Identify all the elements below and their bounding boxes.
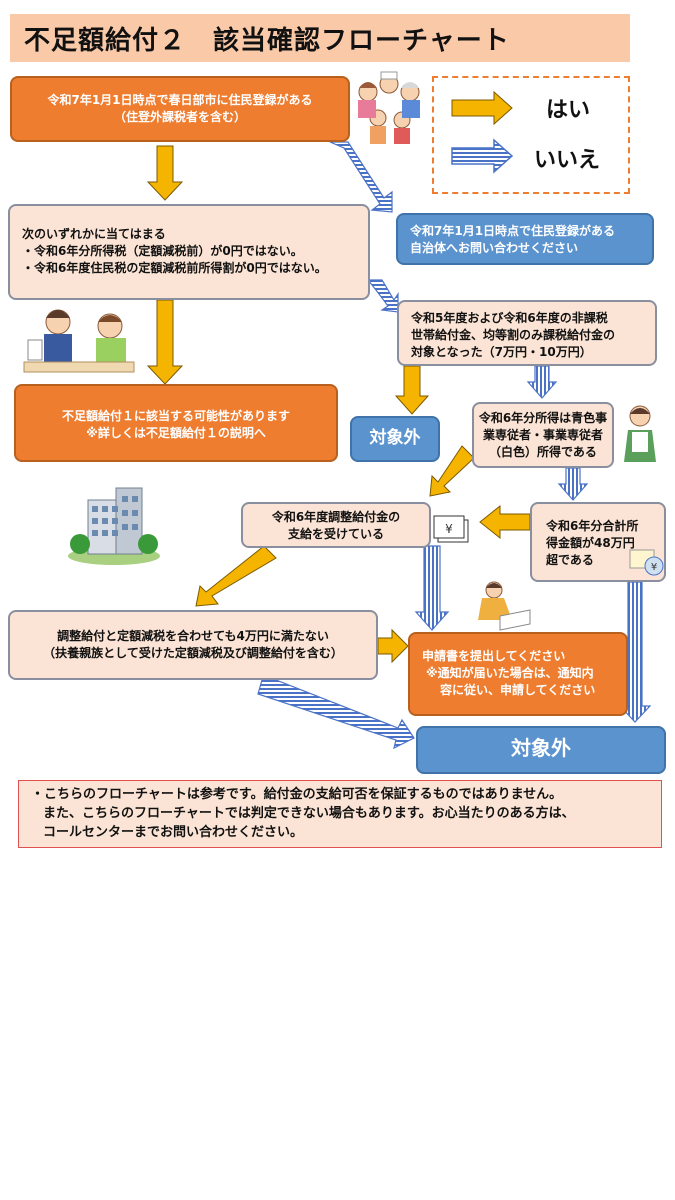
building-illustration xyxy=(68,487,160,565)
money-icon: ¥ xyxy=(433,515,469,543)
arrow-yes-2 xyxy=(146,299,184,385)
note-line1: ・こちらのフローチャートは参考です。給付金の支給可否を保証するものではありません… xyxy=(31,787,563,802)
legend-yes-arrow xyxy=(451,90,513,126)
consultation-illustration xyxy=(23,309,135,373)
node-under-40k-line1: 調整給付と定額減税を合わせても4万円に満たない xyxy=(57,629,329,643)
note-line2: また、こちらのフローチャートでは判定できない場合もあります。お心当たりのある方は… xyxy=(43,806,575,821)
arrow-no-4 xyxy=(557,467,589,501)
arrow-yes-6 xyxy=(195,545,277,607)
arrow-yes-7 xyxy=(377,628,409,664)
node-contact-line1: 令和7年1月1日時点で住民登録がある xyxy=(410,224,616,238)
node-non-taxable: 令和5年度および令和6年度の非課税 世帯給付金、均等割のみ課税給付金の 対象とな… xyxy=(397,300,657,366)
node-resident: 令和7年1月1日時点で春日部市に住民登録がある （住登外課税者を含む） xyxy=(10,76,350,142)
node-total-income-line2: 得金額が48万円 xyxy=(546,536,635,550)
arrow-no-7 xyxy=(257,679,415,750)
arrow-yes-4 xyxy=(429,445,475,497)
arrow-no-2 xyxy=(366,279,399,313)
node-blue-income-line3: （白色）所得である xyxy=(489,445,597,459)
node-possible-type1-line1: 不足額給付１に該当する可能性があります xyxy=(61,409,290,423)
node-resident-line2: （住登外課税者を含む） xyxy=(113,110,246,124)
node-under-40k: 調整給付と定額減税を合わせても4万円に満たない （扶養親族として受けた定額減税及… xyxy=(8,610,378,680)
node-condition-line2: ・令和6年分所得税（定額減税前）が0円ではない。 xyxy=(22,244,303,258)
legend-no-label: いいえ xyxy=(534,148,601,173)
node-non-taxable-line3: 対象となった（7万円・10万円） xyxy=(411,345,592,359)
node-submit-line1: 申請書を提出してください xyxy=(422,649,566,663)
svg-text:¥: ¥ xyxy=(651,562,657,573)
node-blue-income-line1: 令和6年分所得は青色事 xyxy=(478,411,608,425)
node-submit-line2: ※通知が届いた場合は、通知内 xyxy=(426,666,594,680)
certificate-icon: ¥ xyxy=(629,549,664,576)
node-non-taxable-line1: 令和5年度および令和6年度の非課税 xyxy=(411,311,608,325)
node-adjustment-line1: 令和6年度調整給付金の xyxy=(271,510,401,524)
svg-text:¥: ¥ xyxy=(445,522,453,536)
arrow-yes-3 xyxy=(394,365,430,415)
node-contact-line2: 自治体へお問い合わせください xyxy=(410,241,579,255)
disclaimer-note: ・こちらのフローチャートは参考です。給付金の支給可否を保証するものではありません… xyxy=(18,780,662,848)
page-title: 不足額給付２ 該当確認フローチャート xyxy=(10,14,630,62)
arrow-yes-5 xyxy=(479,504,531,540)
node-blue-income-line2: 業専従者・事業専従者 xyxy=(482,428,603,442)
legend-yes-label: はい xyxy=(546,98,591,123)
arrow-no-3 xyxy=(526,365,558,399)
node-condition-line1: 次のいずれかに当てはまる xyxy=(22,227,166,241)
node-possible-type1-line2: ※詳しくは不足額給付１の説明へ xyxy=(86,426,266,440)
node-condition-line3: ・令和6年度住民税の定額減税前所得割が0円ではない。 xyxy=(22,261,327,275)
node-submit-line3: 容に従い、申請してください xyxy=(440,683,596,697)
person-writing-illustration xyxy=(478,581,531,631)
node-total-income-line1: 令和6年分合計所 xyxy=(546,519,639,533)
node-adjustment-received: 令和6年度調整給付金の 支給を受けている xyxy=(241,502,431,548)
node-possible-type1: 不足額給付１に該当する可能性があります ※詳しくは不足額給付１の説明へ xyxy=(14,384,338,462)
node-submit: 申請書を提出してください ※通知が届いた場合は、通知内 容に従い、申請してくださ… xyxy=(408,632,628,716)
arrow-no-6 xyxy=(414,545,450,631)
legend: はい いいえ xyxy=(432,76,630,194)
node-total-income-line3: 超である xyxy=(546,553,594,567)
node-not-eligible-small: 対象外 xyxy=(350,416,440,462)
node-contact-municipality: 令和7年1月1日時点で住民登録がある 自治体へお問い合わせください xyxy=(396,213,654,265)
woman-illustration xyxy=(624,405,656,462)
node-not-eligible-large: 対象外 xyxy=(416,726,666,774)
legend-no-arrow xyxy=(451,138,514,174)
arrow-no-1 xyxy=(329,141,393,213)
note-line3: コールセンターまでお問い合わせください。 xyxy=(43,825,304,840)
node-blue-income: 令和6年分所得は青色事 業専従者・事業専従者 （白色）所得である xyxy=(472,402,614,468)
node-total-income: 令和6年分合計所 得金額が48万円 超である xyxy=(530,502,666,582)
node-under-40k-line2: （扶養親族として受けた定額減税及び調整給付を含む） xyxy=(43,646,343,660)
node-condition: 次のいずれかに当てはまる ・令和6年分所得税（定額減税前）が0円ではない。 ・令… xyxy=(8,204,370,300)
arrow-yes-1 xyxy=(146,145,184,201)
node-resident-line1: 令和7年1月1日時点で春日部市に住民登録がある xyxy=(47,93,313,107)
node-adjustment-line2: 支給を受けている xyxy=(287,527,384,541)
family-illustration xyxy=(358,71,420,144)
node-non-taxable-line2: 世帯給付金、均等割のみ課税給付金の xyxy=(411,328,616,342)
